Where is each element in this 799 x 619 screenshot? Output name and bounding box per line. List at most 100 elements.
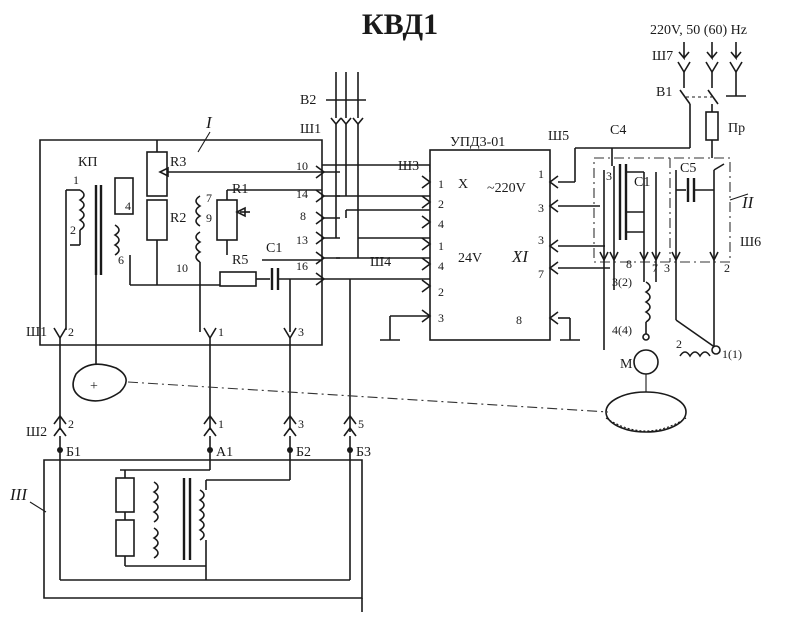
- updz-left-pins: [380, 175, 432, 341]
- sh4-label: Ш4: [370, 255, 391, 270]
- kp-pin-4: 4: [125, 199, 131, 213]
- svg-text:+: +: [90, 379, 98, 394]
- x-pin-4b: 4: [438, 259, 444, 273]
- supply-label: 220V, 50 (60) Hz: [650, 23, 747, 38]
- xi-pin-8: 8: [516, 313, 522, 327]
- kp-pin-6: 6: [118, 253, 124, 267]
- block-2-frame: [593, 157, 731, 263]
- xi-pin-7: 7: [538, 267, 544, 281]
- block-3-leader: [29, 501, 47, 513]
- r3-r2-resistors: [129, 140, 322, 286]
- updz-220v-label: ~220V: [487, 181, 526, 196]
- b2-connector-label: Б2: [296, 445, 311, 460]
- block-1-frame: [39, 139, 430, 346]
- updz-xi-label: XI: [511, 247, 529, 266]
- pin-10: 10: [296, 159, 308, 173]
- pin-10-left: 10: [176, 261, 188, 275]
- switch-b2: [326, 72, 366, 258]
- sh2-pin-3: 3: [298, 417, 304, 431]
- capacitor-bank: [603, 148, 657, 262]
- pr-label: Пр: [728, 121, 745, 136]
- sh5-label: Ш5: [548, 129, 569, 144]
- x-pin-2b: 2: [438, 285, 444, 299]
- kp-transformer: [65, 177, 134, 330]
- r5-c1-chain: R5: [219, 253, 322, 332]
- pin-14: 14: [296, 187, 308, 201]
- sh1-pin-2: 2: [68, 325, 74, 339]
- c1-left-label: C1: [266, 241, 282, 256]
- sh1-bottom-pins: [53, 275, 297, 430]
- sh1-top-label: Ш1: [300, 122, 321, 137]
- updz-v-pin-1: 1: [538, 167, 544, 181]
- pin-8: 8: [300, 209, 306, 223]
- block-2-leader: [729, 193, 749, 201]
- sh2-label: Ш2: [26, 425, 47, 440]
- sh2-pin-1: 1: [218, 417, 224, 431]
- motor-wiring: [603, 262, 721, 433]
- r1-label: R1: [232, 182, 248, 197]
- motor-pin-2: 2: [676, 337, 682, 351]
- sh6-pin-2: 2: [724, 261, 730, 275]
- motor-label: M: [620, 357, 633, 372]
- c1-right-label: C1: [634, 175, 650, 190]
- supply-switch-v1: [677, 42, 746, 158]
- updz-label: УПД3-01: [450, 135, 505, 150]
- sensor-blob: +: [72, 363, 609, 413]
- sh6-pins: [599, 251, 719, 262]
- x-pin-3: 3: [438, 311, 444, 325]
- block-3-frame: [43, 450, 363, 612]
- motor-pin-1-1: 1(1): [722, 347, 742, 361]
- b1-label: Б1: [66, 445, 81, 460]
- b2-label: B2: [300, 93, 316, 108]
- sh3-label: Ш3: [398, 159, 419, 174]
- b3-label: Б3: [356, 445, 371, 460]
- c4-pin-3: 3: [606, 169, 612, 183]
- motor-pin-4-4: 4(4): [612, 323, 632, 337]
- sh1-pin-column: [315, 165, 340, 286]
- wires-to-updz: [336, 165, 431, 432]
- sh1-pin-3: 3: [298, 325, 304, 339]
- r5-label: R5: [232, 253, 248, 268]
- sh6-pin-7: 7: [652, 261, 658, 275]
- r2-label: R2: [170, 211, 186, 226]
- sh2-pin-5: 5: [358, 417, 364, 431]
- updz-v-pin-3: 3: [538, 201, 544, 215]
- pin-7: 7: [206, 191, 212, 205]
- updz-block: УПД3-01 X ~220V 24V XI: [429, 135, 551, 341]
- sh1-pin-1: 1: [218, 325, 224, 339]
- updz-x-label: X: [458, 177, 468, 192]
- r1-resistor: [216, 189, 322, 255]
- v1-label: B1: [656, 85, 672, 100]
- sh7-label: Ш7: [652, 49, 673, 64]
- block-2-label: II: [741, 193, 755, 212]
- kp-pin-2: 2: [70, 223, 76, 237]
- pin-16: 16: [296, 259, 308, 273]
- c5-label: C5: [680, 161, 696, 176]
- kp-pin-1: 1: [73, 173, 79, 187]
- coil-7-9-10: [195, 195, 202, 332]
- c4-label: C4: [610, 123, 626, 138]
- diagram-title: КВД1: [362, 8, 438, 41]
- updz-24v-label: 24V: [458, 251, 482, 266]
- sh2-pin-2: 2: [68, 417, 74, 431]
- motor-pin-3-2: 3(2): [612, 275, 632, 289]
- pin-9: 9: [206, 211, 212, 225]
- pin-13: 13: [296, 233, 308, 247]
- sh6-label: Ш6: [740, 235, 761, 250]
- block-1-leader: [197, 131, 211, 153]
- x-pin-4: 4: [438, 217, 444, 231]
- sh1-left-label: Ш1: [26, 325, 47, 340]
- sh6-pin-3: 3: [664, 261, 670, 275]
- x-pin-2: 2: [438, 197, 444, 211]
- r3-label: R3: [170, 155, 186, 170]
- capacitor-c5: [675, 163, 725, 262]
- block-3-label: III: [9, 485, 28, 504]
- x-pin-1b: 1: [438, 239, 444, 253]
- a1-label: A1: [216, 445, 233, 460]
- kp-label: КП: [78, 155, 97, 170]
- updz-right-pins: [548, 147, 690, 341]
- xi-pin-3: 3: [538, 233, 544, 247]
- x-pin-1: 1: [438, 177, 444, 191]
- block-1-label: I: [205, 113, 213, 132]
